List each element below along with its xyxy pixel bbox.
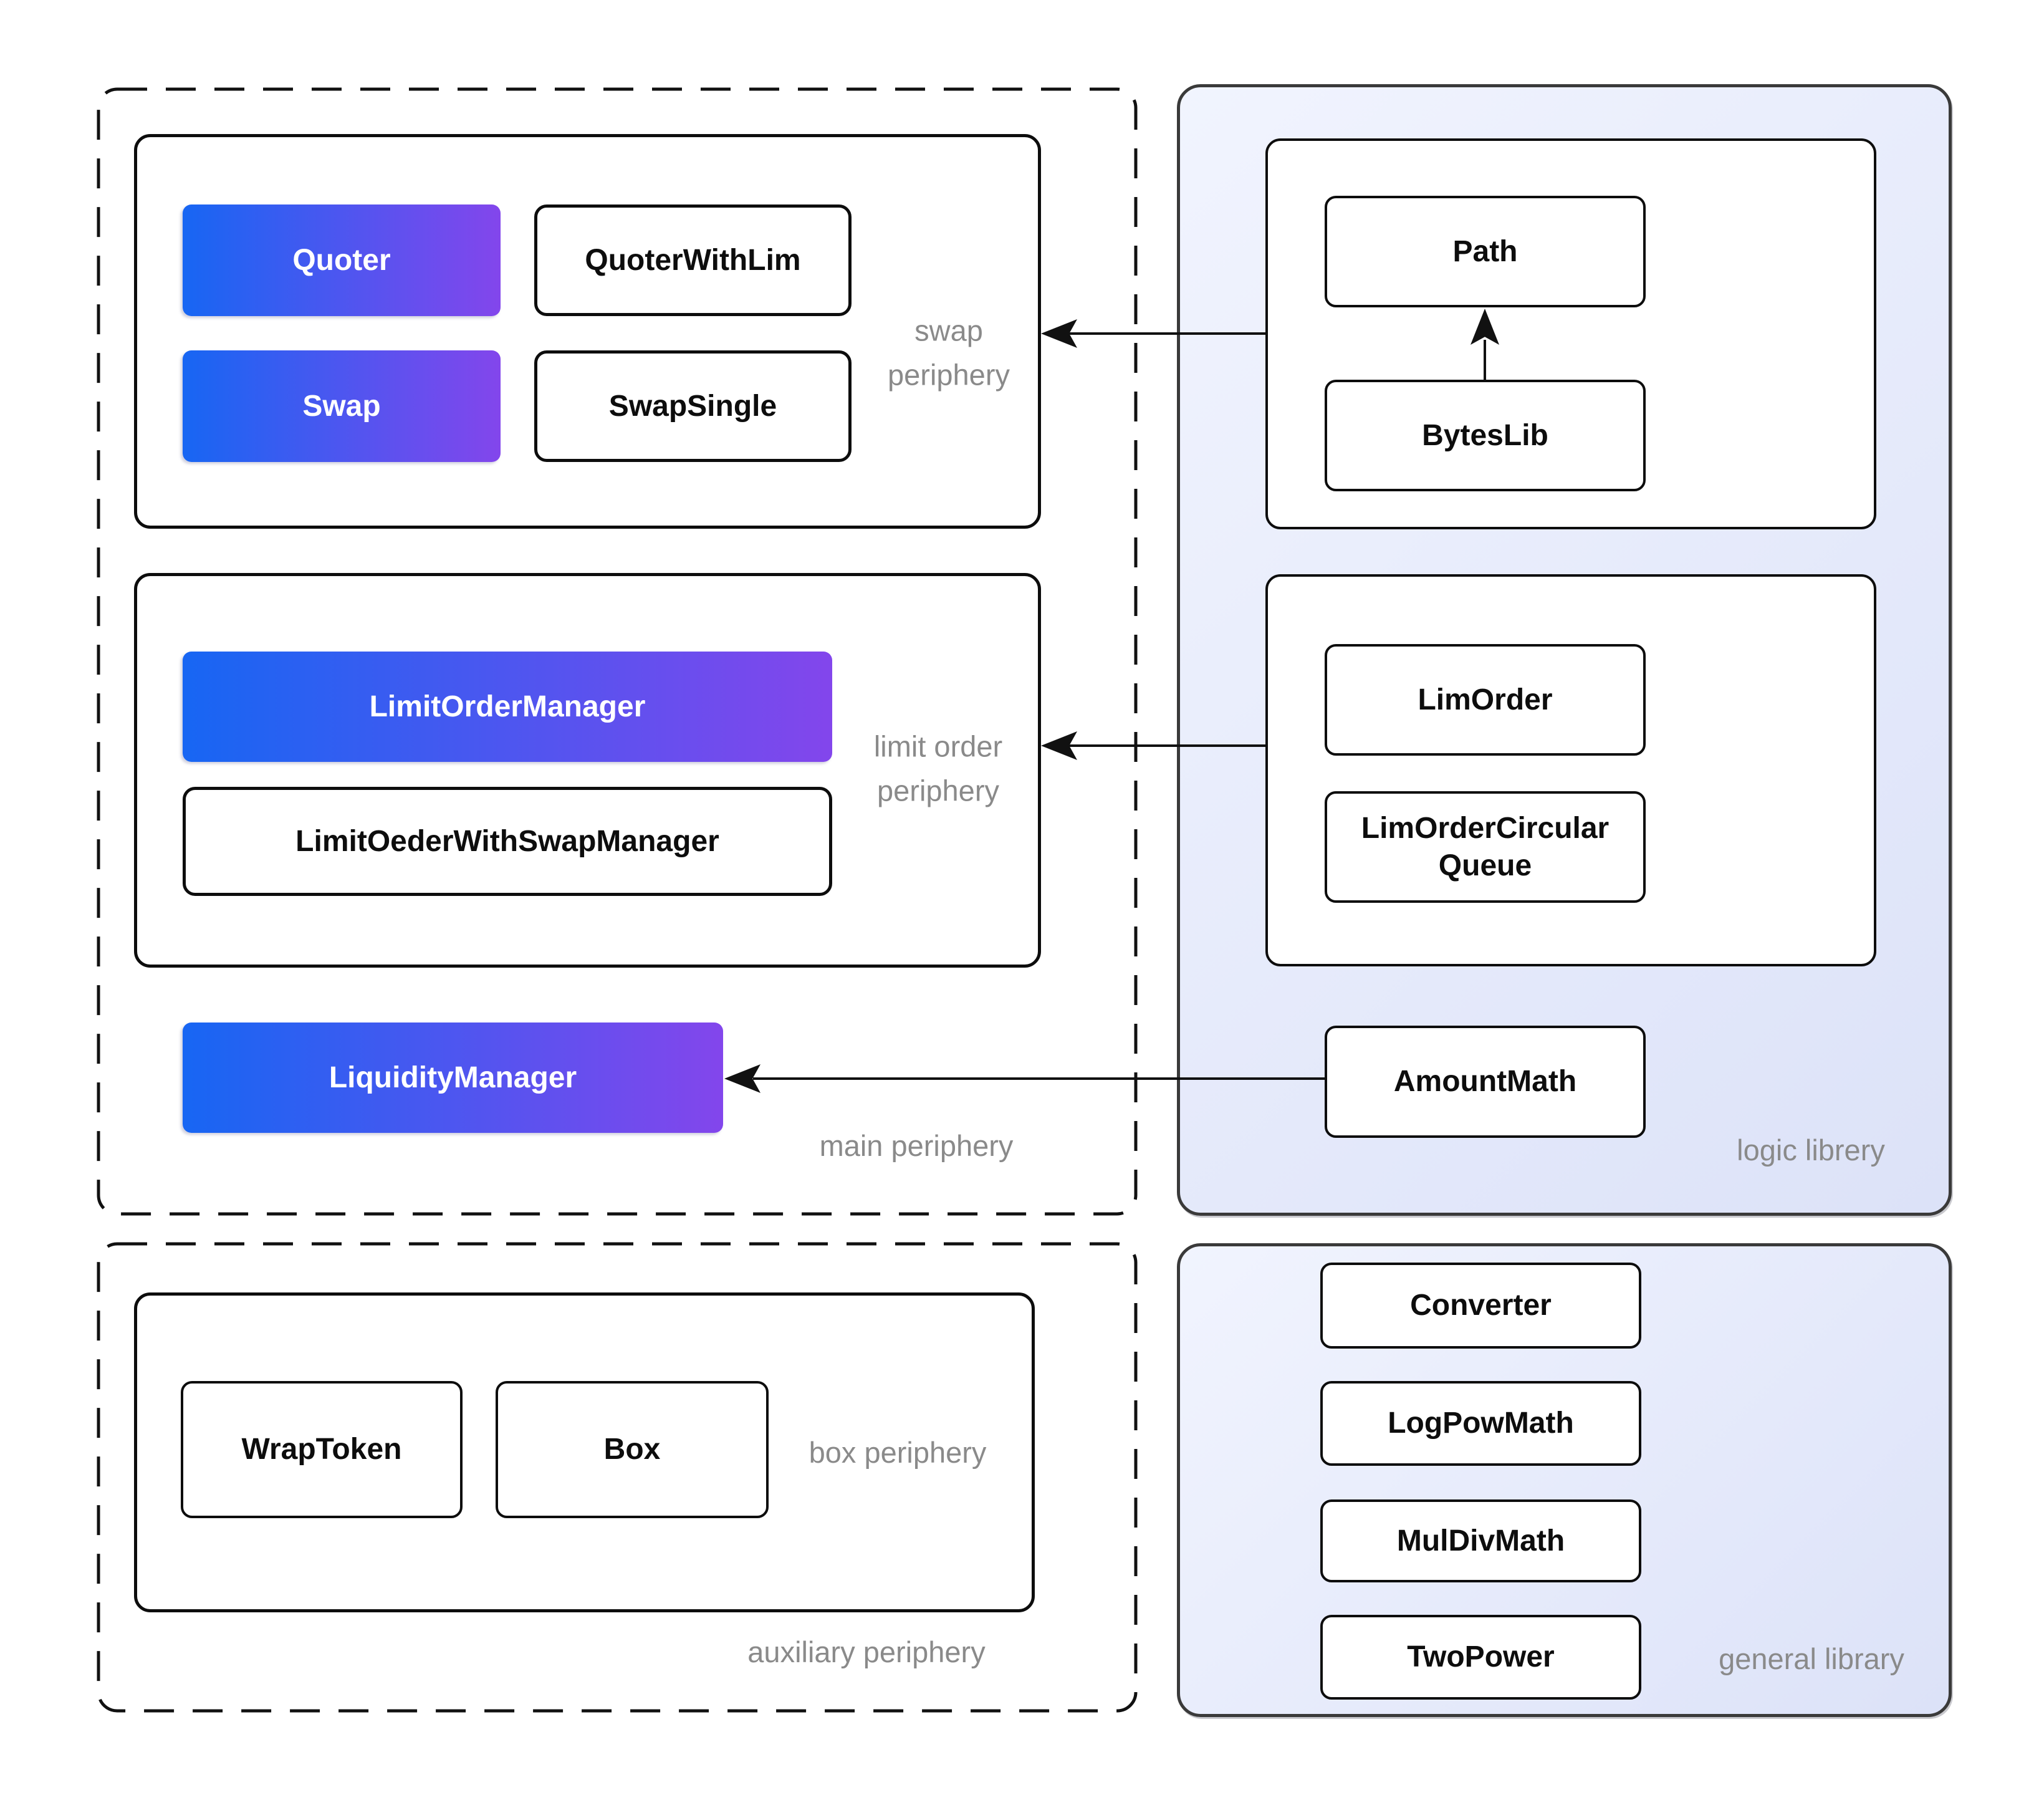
node-liquidity-manager: LiquidityManager — [183, 1023, 723, 1133]
node-wrap-token: WrapToken — [181, 1381, 463, 1518]
limit-order-periphery-label: limit order periphery — [873, 729, 1003, 807]
node-quoter-with-lim: QuoterWithLim — [534, 205, 852, 316]
swap-periphery-group — [134, 134, 1041, 529]
node-limit-order-manager: LimitOrderManager — [183, 652, 832, 762]
box-periphery-label: box periphery — [808, 1435, 987, 1469]
node-two-power: TwoPower — [1320, 1615, 1641, 1700]
node-log-pow-math: LogPowMath — [1320, 1381, 1641, 1466]
node-quoter: Quoter — [183, 205, 501, 316]
main-periphery-label: main periphery — [819, 1128, 1014, 1162]
node-limit-oeder-with-swap-manager: LimitOederWithSwapManager — [183, 787, 832, 896]
node-converter: Converter — [1320, 1263, 1641, 1349]
general-library-label: general library — [1719, 1642, 1904, 1675]
node-lim-order-circular-queue: LimOrderCircular Queue — [1325, 791, 1646, 903]
node-bytes-lib: BytesLib — [1325, 380, 1646, 491]
arrow-byteslib-to-path-line — [1484, 340, 1486, 380]
node-swap: Swap — [183, 350, 501, 462]
limit-order-periphery-group — [134, 573, 1041, 968]
swap-periphery-label: swap periphery — [888, 314, 1010, 392]
node-path: Path — [1325, 196, 1646, 307]
logic-limit-subgroup — [1265, 574, 1876, 966]
node-swap-single: SwapSingle — [534, 350, 852, 462]
arrow-logic-to-swap-line — [1069, 332, 1265, 335]
node-lim-order: LimOrder — [1325, 644, 1646, 756]
auxiliary-periphery-label: auxiliary periphery — [747, 1635, 986, 1668]
arrow-amountmath-to-liquidity-line — [753, 1077, 1325, 1080]
node-amount-math: AmountMath — [1325, 1026, 1646, 1138]
node-box: Box — [496, 1381, 769, 1518]
logic-library-label: logic librery — [1737, 1133, 1885, 1167]
arrow-logic-to-limit-line — [1069, 744, 1265, 747]
node-mul-div-math: MulDivMath — [1320, 1499, 1641, 1582]
